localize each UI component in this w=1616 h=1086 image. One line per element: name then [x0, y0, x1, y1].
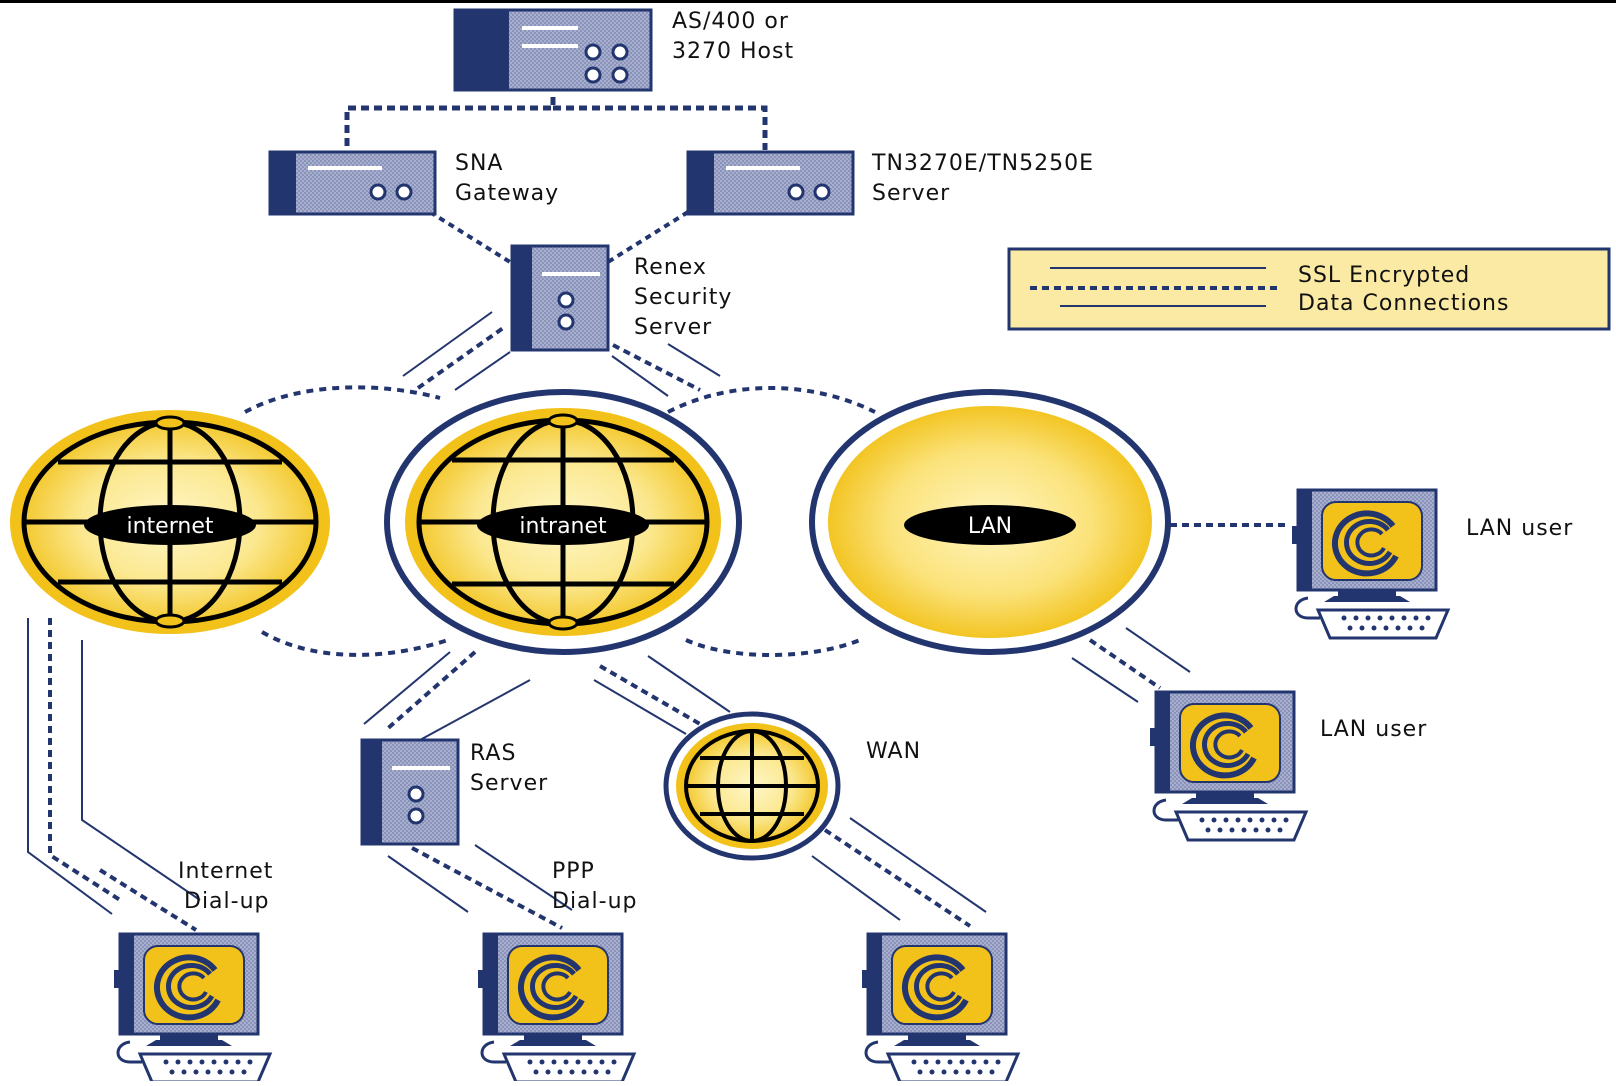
lan-user-2-label: LAN user [1320, 717, 1427, 742]
workstation-icon [1292, 490, 1448, 638]
workstation-icon [478, 934, 634, 1081]
lan-user-2: LAN user [1150, 692, 1427, 840]
wan-label: WAN [866, 739, 921, 764]
intranet-globe: intranet [384, 389, 742, 655]
wan-user [862, 934, 1018, 1081]
ras-server: RAS Server [360, 738, 548, 846]
security-server: Renex Security Server [510, 244, 732, 352]
workstation-icon [114, 934, 270, 1081]
internet-label: internet [127, 514, 214, 539]
tn-server-label-line-1: TN3270E/TN5250E [871, 151, 1094, 176]
host-label-line-2: 3270 Host [672, 39, 794, 64]
legend: SSL Encrypted Data Connections [1007, 247, 1611, 331]
internet-dialup: Internet Dial-up [114, 859, 273, 1081]
sna-gateway-label-line-1: SNA [455, 151, 503, 176]
security-server-label-line-3: Server [634, 315, 712, 340]
ppp-dialup-label-line-2: Dial-up [552, 889, 638, 914]
server-icon [268, 150, 437, 216]
tn-server: TN3270E/TN5250E Server [686, 150, 1094, 216]
globe-icon [684, 729, 820, 843]
ppp-dialup-label-line-1: PPP [552, 859, 595, 884]
host-label-line-1: AS/400 or [672, 9, 789, 34]
lan-label: LAN [968, 514, 1012, 539]
internet-dialup-label-line-1: Internet [178, 859, 273, 884]
wan-globe: WAN [663, 711, 921, 861]
sna-gateway-label-line-2: Gateway [455, 181, 559, 206]
mainframe-icon [453, 8, 653, 92]
ras-server-label-line-2: Server [470, 771, 548, 796]
sna-gateway: SNA Gateway [268, 150, 559, 216]
internet-globe: internet [10, 410, 330, 634]
ppp-dialup: PPP Dial-up [478, 859, 638, 1081]
top-border [0, 0, 1616, 3]
workstation-icon [1150, 692, 1306, 840]
security-server-label-line-2: Security [634, 285, 732, 310]
lan-user-1-label: LAN user [1466, 516, 1573, 541]
tn-server-label-line-2: Server [872, 181, 950, 206]
legend-label-line-1: SSL Encrypted [1298, 263, 1470, 288]
server-icon [686, 150, 855, 216]
ras-server-label-line-1: RAS [470, 741, 516, 766]
security-server-label-line-1: Renex [634, 255, 707, 280]
connection-lines [27, 97, 1290, 932]
intranet-label: intranet [519, 514, 607, 539]
internet-dialup-label-line-2: Dial-up [184, 889, 270, 914]
lan-disc: LAN [809, 389, 1171, 655]
workstation-icon [862, 934, 1018, 1081]
tower-server-icon [360, 738, 460, 846]
legend-label-line-2: Data Connections [1298, 291, 1509, 316]
tower-server-icon [510, 244, 610, 352]
lan-user-1: LAN user [1292, 490, 1573, 638]
host-mainframe: AS/400 or 3270 Host [453, 8, 794, 92]
